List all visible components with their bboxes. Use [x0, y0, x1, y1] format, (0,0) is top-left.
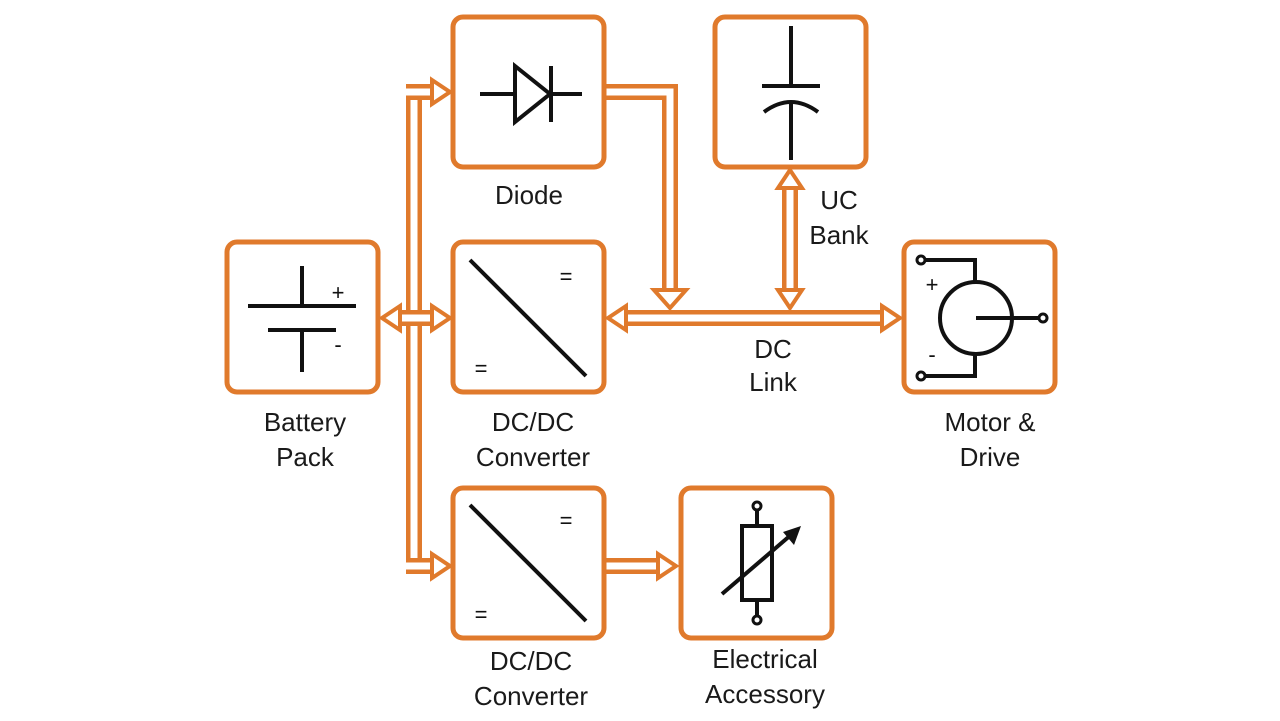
- diode-icon: [480, 61, 582, 127]
- dcdc-converter-icon: = =: [468, 503, 588, 627]
- motor-minus-sign: -: [928, 342, 935, 367]
- bus-to-diode-arrow: [406, 76, 454, 108]
- motor-icon: + -: [915, 254, 1049, 382]
- dcdc-converter-icon: = =: [468, 258, 588, 381]
- uc-bank-label-line1: UC: [820, 185, 858, 215]
- dcdc-main-label-line1: DC/DC: [492, 407, 574, 437]
- diode-label: Diode: [495, 180, 563, 210]
- converter-to-accessory-arrow: [606, 550, 680, 582]
- dcdc-main-label-line2: Converter: [476, 442, 590, 472]
- uc-bank-to-dc-link-arrow: [774, 166, 806, 312]
- dcdc-aux-label-line2: Converter: [474, 681, 588, 711]
- converter-eq-bottom: =: [475, 356, 488, 381]
- dc-link-arrow: [604, 302, 904, 334]
- accessory-label-line1: Electrical: [712, 644, 817, 674]
- electrical-accessory-block: [678, 485, 835, 641]
- dcdc-converter-main-block: = =: [450, 239, 607, 395]
- uc-bank-block: [712, 14, 869, 170]
- converter-eq-top: =: [560, 508, 573, 533]
- converter-eq-top: =: [560, 264, 573, 289]
- battery-plus-sign: +: [332, 280, 345, 305]
- variable-resistor-icon: [720, 500, 801, 626]
- battery-pack-block: + -: [224, 239, 381, 395]
- bus-to-aux-converter-arrow: [406, 550, 454, 582]
- motor-drive-block: + -: [901, 239, 1058, 395]
- motor-label-line2: Drive: [960, 442, 1021, 472]
- accessory-label-line2: Accessory: [705, 679, 825, 709]
- dcdc-converter-aux-block: = =: [450, 485, 607, 641]
- battery-icon: + -: [248, 266, 356, 372]
- dc-link-label-line1: DC: [754, 334, 792, 364]
- connections: [378, 76, 904, 582]
- diode-to-dc-link-arrow: [606, 84, 691, 312]
- converter-eq-bottom: =: [475, 602, 488, 627]
- battery-minus-sign: -: [334, 332, 341, 357]
- motor-label-line1: Motor &: [944, 407, 1035, 437]
- ultracapacitor-icon: [762, 26, 820, 160]
- diode-block: [450, 14, 607, 170]
- dcdc-aux-label-line1: DC/DC: [490, 646, 572, 676]
- uc-bank-label-line2: Bank: [809, 220, 869, 250]
- battery-label-line1: Battery: [264, 407, 346, 437]
- battery-to-converter-arrow: [378, 302, 454, 334]
- dc-link-label-line2: Link: [749, 367, 798, 397]
- motor-plus-sign: +: [926, 272, 939, 297]
- battery-label-line2: Pack: [276, 442, 335, 472]
